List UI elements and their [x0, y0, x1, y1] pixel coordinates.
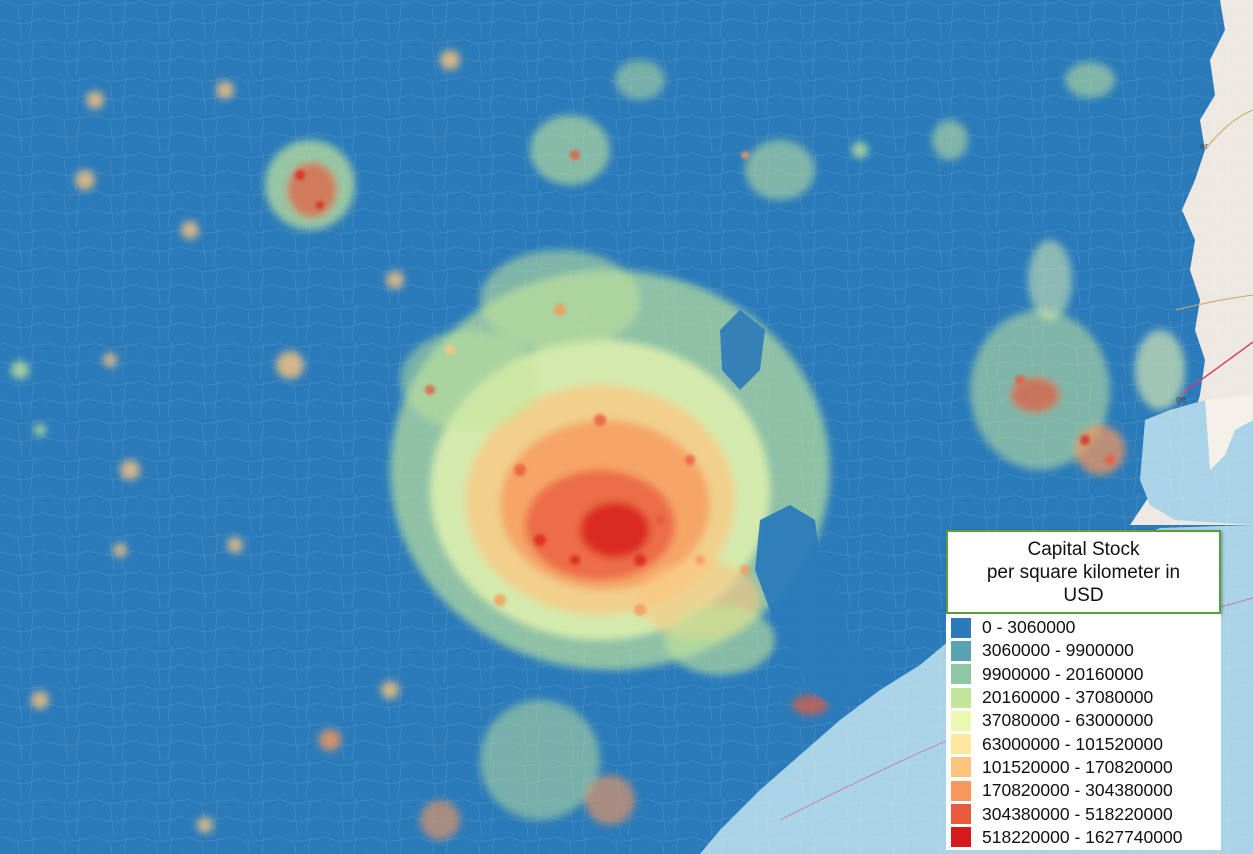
- legend-item: 304380000 - 518220000: [946, 802, 1221, 825]
- legend-item: 37080000 - 63000000: [946, 709, 1221, 732]
- legend-item: 9900000 - 20160000: [946, 663, 1221, 686]
- legend-label: 63000000 - 101520000: [982, 733, 1164, 754]
- legend-label: 518220000 - 1627740000: [982, 826, 1183, 847]
- legend-label: 20160000 - 37080000: [982, 687, 1154, 708]
- legend-label: 304380000 - 518220000: [982, 803, 1173, 824]
- legend-item: 3060000 - 9900000: [946, 639, 1221, 662]
- lake: [720, 310, 765, 390]
- legend-swatch: [951, 617, 971, 638]
- place-label: ge: [1176, 394, 1186, 404]
- legend-title-line: Capital Stock: [1027, 538, 1140, 560]
- legend-item: 20160000 - 37080000: [946, 686, 1221, 709]
- legend-item: 518220000 - 1627740000: [946, 826, 1221, 849]
- legend-label: 37080000 - 63000000: [982, 710, 1154, 731]
- density-layer: [11, 50, 1185, 840]
- legend-item: 0 - 3060000: [946, 616, 1221, 639]
- legend-label: 9900000 - 20160000: [982, 663, 1144, 684]
- legend-label: 3060000 - 9900000: [982, 640, 1134, 661]
- legend-label: 170820000 - 304380000: [982, 780, 1173, 801]
- legend-item: 101520000 - 170820000: [946, 756, 1221, 779]
- legend-swatch: [951, 757, 971, 778]
- density-speckles: [295, 150, 1115, 616]
- legend-title-line: USD: [1063, 584, 1104, 606]
- legend-swatch: [951, 664, 971, 685]
- legend-title: Capital Stock per square kilometer in US…: [946, 530, 1221, 614]
- legend-title-line: per square kilometer in: [986, 561, 1181, 583]
- legend-swatch: [951, 780, 971, 801]
- galveston-bay: [755, 505, 880, 710]
- legend-swatch: [951, 827, 971, 848]
- legend-swatch: [951, 687, 971, 708]
- legend-item: 170820000 - 304380000: [946, 779, 1221, 802]
- legend-label: 101520000 - 170820000: [982, 756, 1173, 777]
- legend-item: 63000000 - 101520000: [946, 732, 1221, 755]
- place-label: er: [1200, 141, 1208, 151]
- legend-swatch: [951, 710, 971, 731]
- legend-swatch: [951, 804, 971, 825]
- legend-swatch: [951, 734, 971, 755]
- legend-swatch: [951, 640, 971, 661]
- legend-label: 0 - 3060000: [982, 617, 1076, 638]
